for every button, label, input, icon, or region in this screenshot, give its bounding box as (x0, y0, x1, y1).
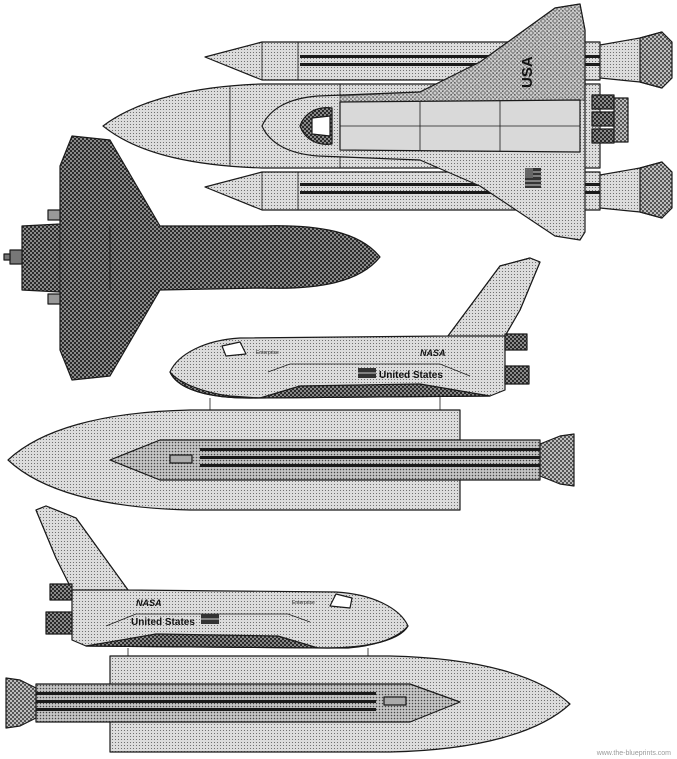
flag-icon (358, 368, 376, 378)
top-srb-upper (204, 31, 673, 89)
side-lower-orbiter: NASA United States Enterprise (35, 505, 409, 649)
flag-icon (525, 168, 541, 188)
top-view: USA (102, 3, 673, 241)
usa-label: USA (519, 56, 536, 88)
united-states-label: United States (379, 370, 443, 381)
side-view-upper: NASA United States Enterprise (7, 257, 575, 511)
nasa-label: NASA (420, 348, 446, 358)
bottom-view-orbiter (3, 135, 381, 381)
side-view-lower: NASA United States Enterprise (5, 505, 571, 753)
orbiter-name-label: Enterprise (256, 350, 279, 356)
united-states-label: United States (131, 617, 195, 628)
flag-icon (201, 614, 219, 624)
side-upper-srb (109, 433, 575, 487)
top-orbiter: USA (261, 3, 629, 241)
credit-watermark: www.the-blueprints.com (596, 750, 671, 757)
nasa-label: NASA (136, 598, 162, 608)
orbiter-name-label: Enterprise (292, 600, 315, 606)
top-srb-lower (204, 161, 673, 219)
side-upper-orbiter: NASA United States Enterprise (169, 257, 541, 399)
side-lower-srb (5, 677, 461, 729)
